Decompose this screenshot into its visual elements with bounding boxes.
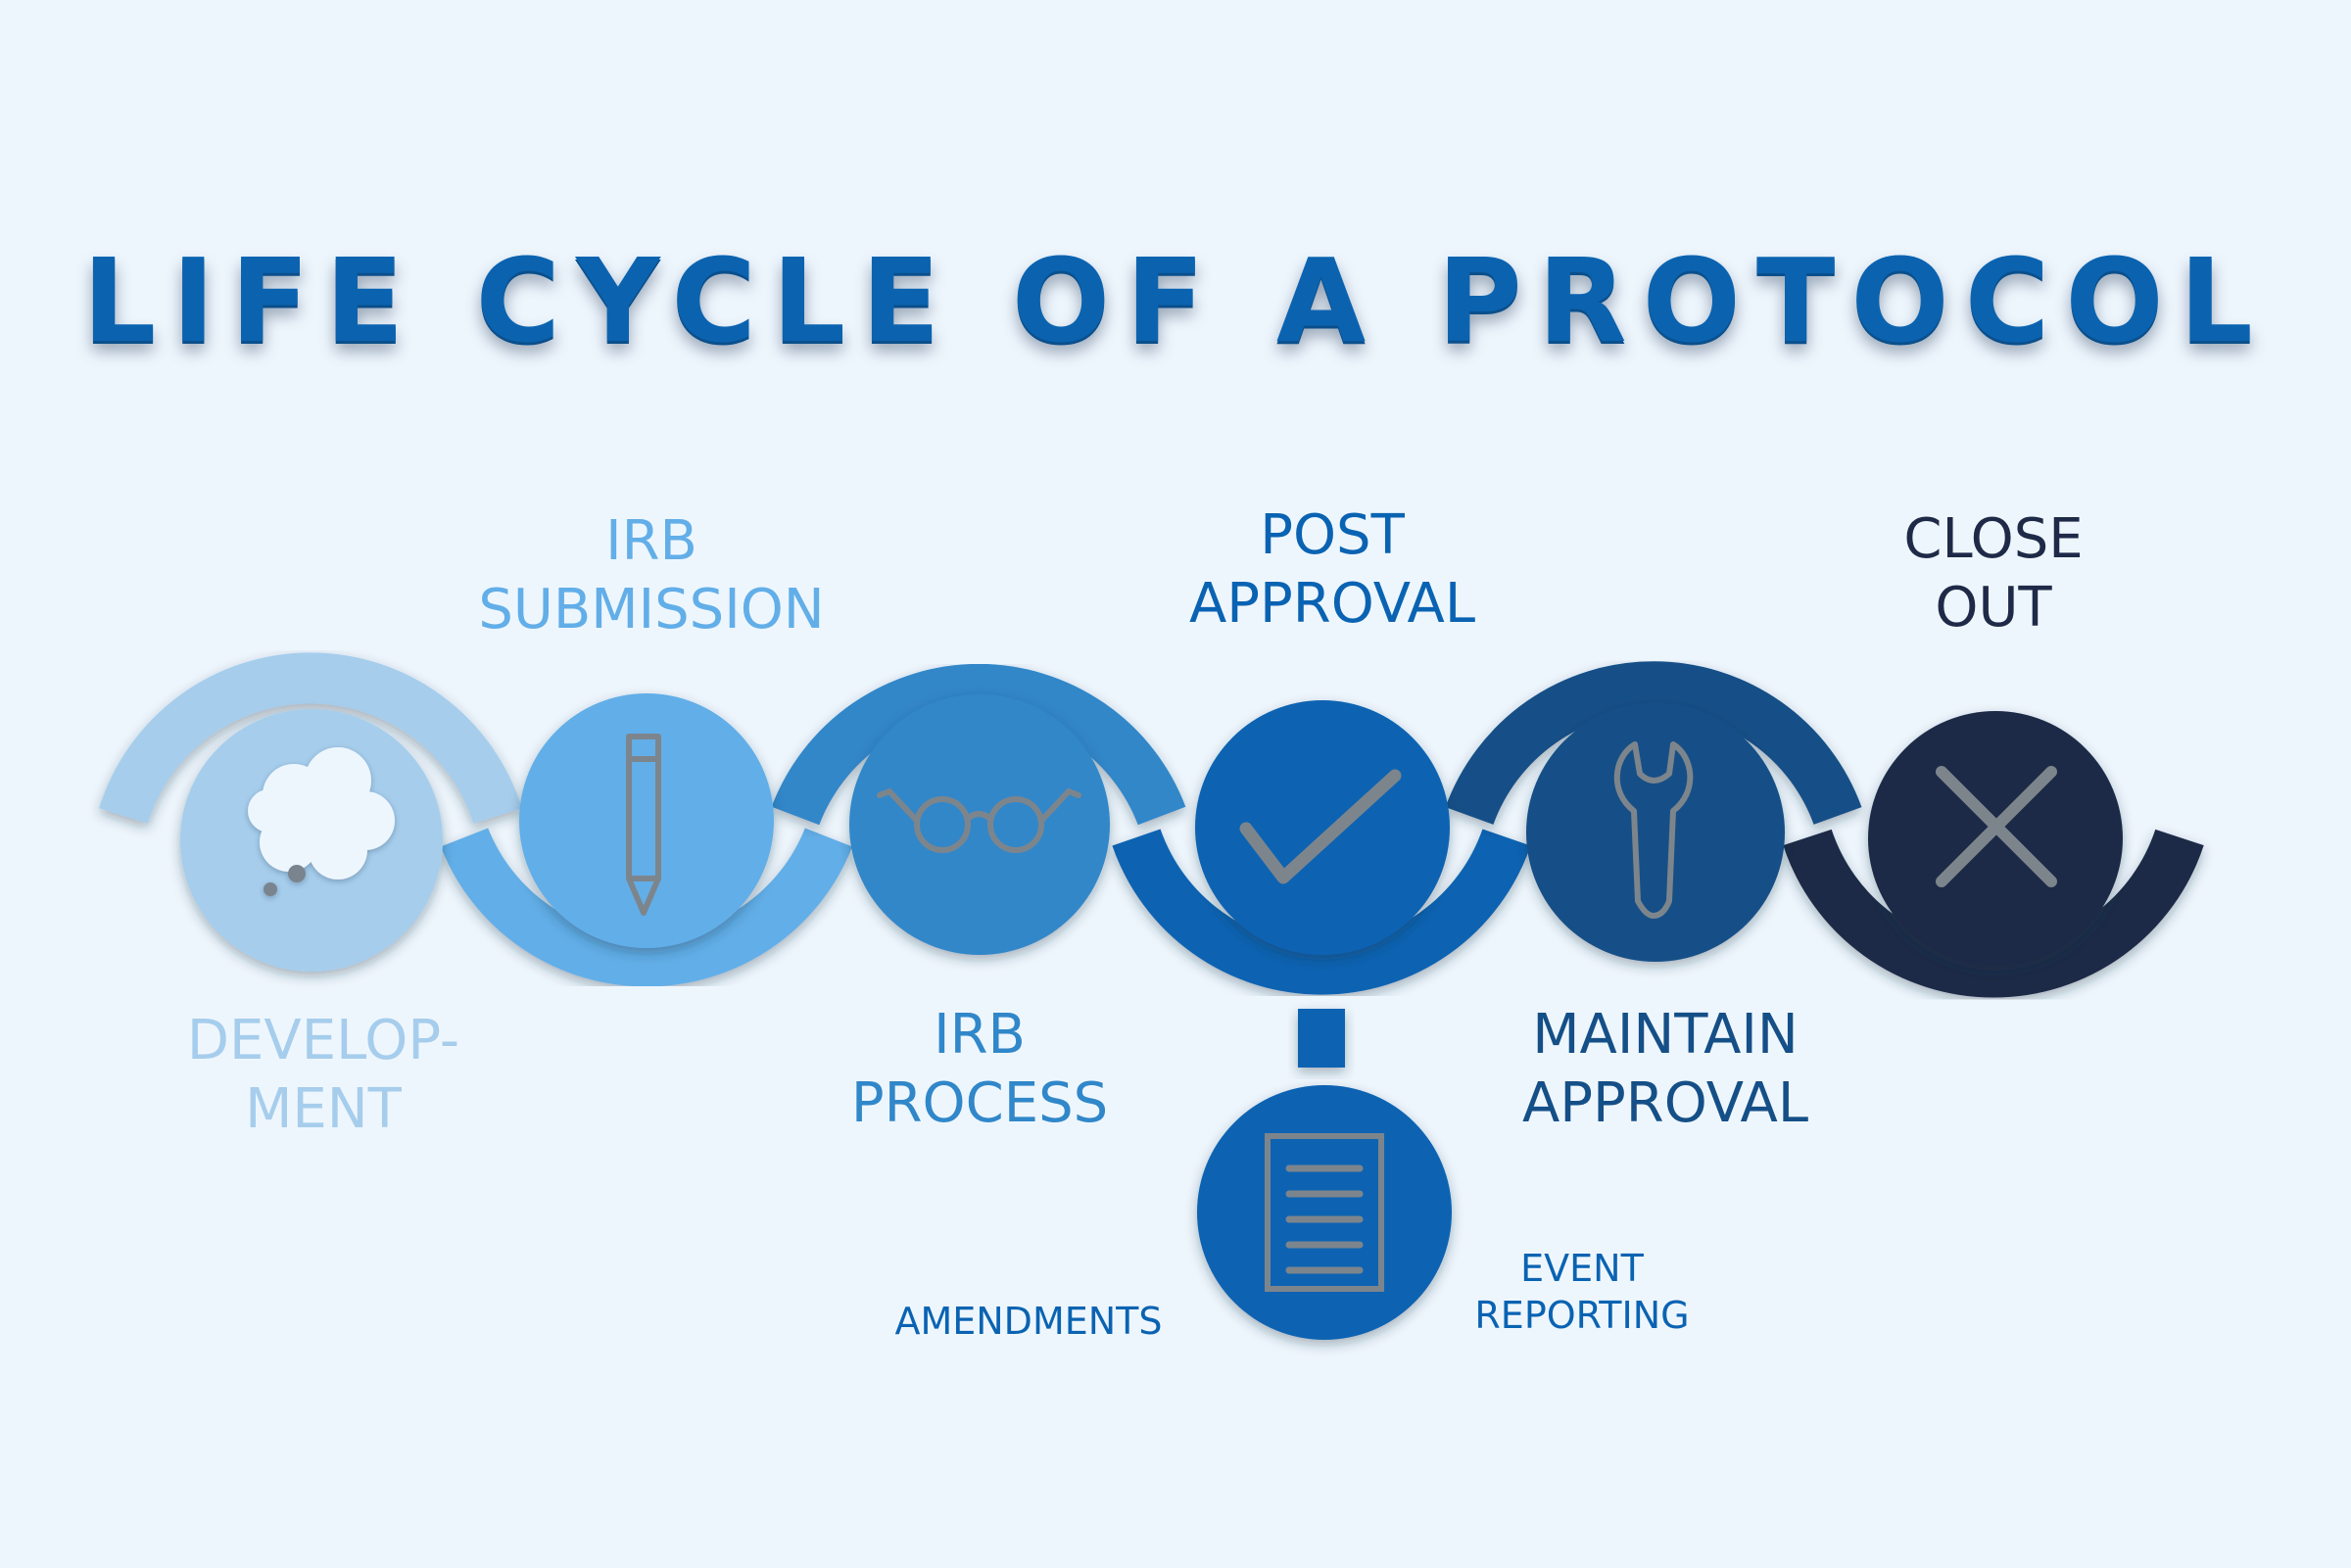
close-out-circle [1868,711,2123,966]
sub-stage-label-event-reporting: EVENT REPORTING [1474,1247,1690,1337]
maintain-approval-arc [1445,661,1862,826]
post-approval-connector [1298,1009,1345,1068]
close-out-arc [1783,829,2204,998]
x-mark-icon [1936,766,2057,887]
stage-label-development: DEVELOP- MENT [186,1009,460,1141]
maintain-approval-circle [1526,703,1785,962]
sub-stage-label-amendments: AMENDMENTS [894,1300,1163,1343]
post-approval-circle [1195,700,1450,955]
stage-label-irb-process: IRB PROCESS [850,1003,1109,1135]
sub-stage-circle [1197,1085,1452,1340]
stage-label-close-out: CLOSE OUT [1903,507,2084,640]
development-arc [99,652,522,824]
thought-bubble-icon [248,747,395,896]
stage-label-maintain-approval: MAINTAIN APPROVAL [1521,1003,1809,1135]
irb-process-circle [849,694,1110,955]
irb-submission-circle [519,693,774,948]
irb-submission-arc [440,828,853,987]
irb-process-arc [771,663,1186,826]
pencil-icon [626,734,661,916]
glasses-icon [877,787,1081,853]
wrench-icon [1613,741,1694,919]
stage-label-post-approval: POST APPROVAL [1188,503,1476,636]
stage-label-irb-submission: IRB SUBMISSION [478,509,825,641]
checkmark-icon [1239,769,1402,884]
page-title: LIFE CYCLE OF A PROTOCOL [82,233,2269,368]
post-approval-arc [1112,829,1531,995]
document-icon [1265,1133,1384,1292]
